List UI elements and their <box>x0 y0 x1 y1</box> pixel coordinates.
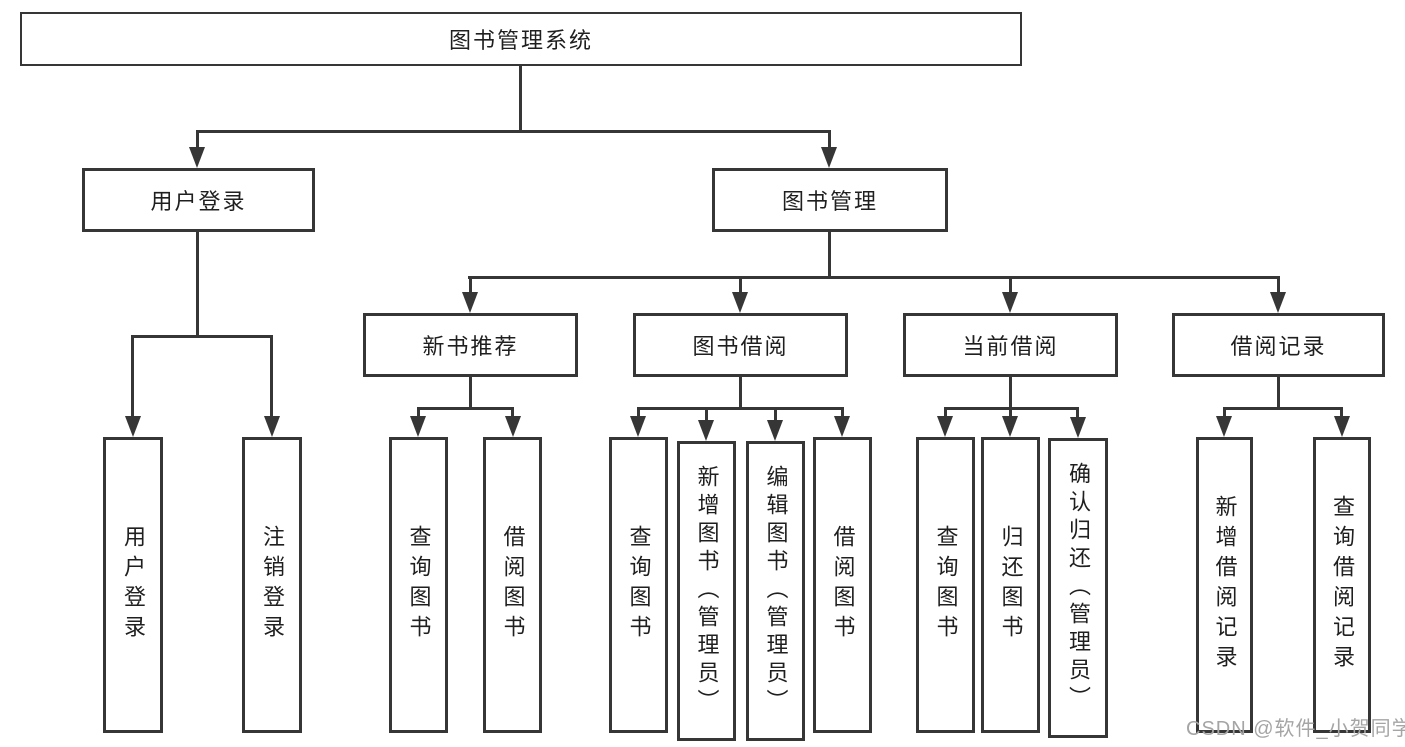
node-label: 借阅图书 <box>830 525 856 645</box>
node-book-borrow: 图书借阅 <box>633 313 848 377</box>
node-label: 用户登录 <box>121 525 146 645</box>
arrowhead <box>1216 416 1232 437</box>
node-library-management-system: 图书管理系统 <box>20 12 1022 66</box>
connector-line <box>739 376 742 409</box>
connector-line <box>469 376 472 409</box>
node-label: 新增借阅记录 <box>1212 495 1238 675</box>
connector-line <box>637 407 640 418</box>
connector-line <box>131 335 134 418</box>
arrowhead <box>1270 292 1286 313</box>
arrowhead <box>462 292 478 313</box>
node-leaf-query-books-recommend: 查询图书 <box>389 437 448 733</box>
node-label: 用户登录 <box>150 189 247 214</box>
node-leaf-add-borrow-record: 新增借阅记录 <box>1196 437 1253 733</box>
node-label: 查询图书 <box>933 525 959 645</box>
arrowhead <box>767 420 783 441</box>
node-leaf-user-login: 用户登录 <box>103 437 163 733</box>
node-leaf-query-borrow-record: 查询借阅记录 <box>1313 437 1371 733</box>
connector-line <box>196 130 199 149</box>
connector-line <box>196 231 199 337</box>
connector-line <box>705 407 708 422</box>
arrowhead <box>505 416 521 437</box>
node-label: 新书推荐 <box>422 334 519 359</box>
node-label: 查询图书 <box>626 525 652 645</box>
arrowhead <box>1070 417 1086 438</box>
connector-line <box>1340 407 1343 418</box>
node-user-login: 用户登录 <box>82 168 315 232</box>
node-leaf-borrow-books: 借阅图书 <box>813 437 872 733</box>
arrowhead <box>834 416 850 437</box>
node-label: 确认归还（管理员） <box>1066 462 1091 714</box>
csdn-watermark: CSDN @软件_小贺同学 <box>1186 718 1405 740</box>
node-leaf-borrow-books-recommend: 借阅图书 <box>483 437 542 733</box>
connector-line <box>828 130 831 149</box>
arrowhead <box>125 416 141 437</box>
arrowhead <box>189 147 205 168</box>
arrowhead <box>264 416 280 437</box>
arrowhead <box>698 420 714 441</box>
connector-line <box>1223 407 1226 418</box>
connector-line <box>511 407 514 418</box>
node-label: 新增图书（管理员） <box>694 465 720 717</box>
connector-line <box>196 130 831 133</box>
arrowhead <box>1334 416 1350 437</box>
connector-line <box>1076 407 1079 419</box>
connector-line <box>1009 376 1012 409</box>
connector-line <box>739 276 742 294</box>
connector-line <box>417 407 514 410</box>
connector-line <box>131 335 273 338</box>
connector-line <box>468 276 1280 279</box>
connector-line <box>519 64 522 131</box>
node-leaf-query-books-borrow: 查询图书 <box>609 437 668 733</box>
node-label: 图书借阅 <box>692 334 789 359</box>
node-label: 查询图书 <box>406 525 432 645</box>
connector-line <box>1223 407 1343 410</box>
node-book-management: 图书管理 <box>712 168 948 232</box>
node-leaf-return-books: 归还图书 <box>981 437 1040 733</box>
node-label: 借阅记录 <box>1230 334 1327 359</box>
connector-line <box>637 407 844 410</box>
node-leaf-add-book-admin: 新增图书（管理员） <box>677 441 736 741</box>
node-leaf-edit-book-admin: 编辑图书（管理员） <box>746 441 805 741</box>
connector-line <box>1009 407 1012 418</box>
node-current-borrow: 当前借阅 <box>903 313 1118 377</box>
arrowhead <box>937 416 953 437</box>
arrowhead <box>1002 416 1018 437</box>
connector-line <box>1277 376 1280 409</box>
arrowhead <box>630 416 646 437</box>
connector-line <box>841 407 844 418</box>
node-new-book-recommend: 新书推荐 <box>363 313 578 377</box>
arrowhead <box>1002 292 1018 313</box>
node-leaf-confirm-return-admin: 确认归还（管理员） <box>1048 438 1108 738</box>
node-label: 编辑图书（管理员） <box>763 465 789 717</box>
connector-line <box>774 407 777 422</box>
node-leaf-query-books-current: 查询图书 <box>916 437 975 733</box>
node-borrow-records: 借阅记录 <box>1172 313 1385 377</box>
connector-line <box>270 335 273 418</box>
node-leaf-logout: 注销登录 <box>242 437 302 733</box>
node-label: 借阅图书 <box>500 525 526 645</box>
connector-line <box>1277 276 1280 294</box>
connector-line <box>1009 276 1012 294</box>
node-label: 当前借阅 <box>962 334 1059 359</box>
node-label: 图书管理 <box>781 189 878 214</box>
node-label: 归还图书 <box>998 525 1024 645</box>
connector-line <box>469 276 472 294</box>
arrowhead <box>732 292 748 313</box>
node-label: 查询借阅记录 <box>1330 495 1355 675</box>
node-label: 注销登录 <box>260 525 285 645</box>
node-label: 图书管理系统 <box>448 28 593 53</box>
connector-line <box>944 407 947 418</box>
connector-line <box>417 407 420 418</box>
connector-line <box>828 231 831 278</box>
arrowhead <box>410 416 426 437</box>
arrowhead <box>821 147 837 168</box>
